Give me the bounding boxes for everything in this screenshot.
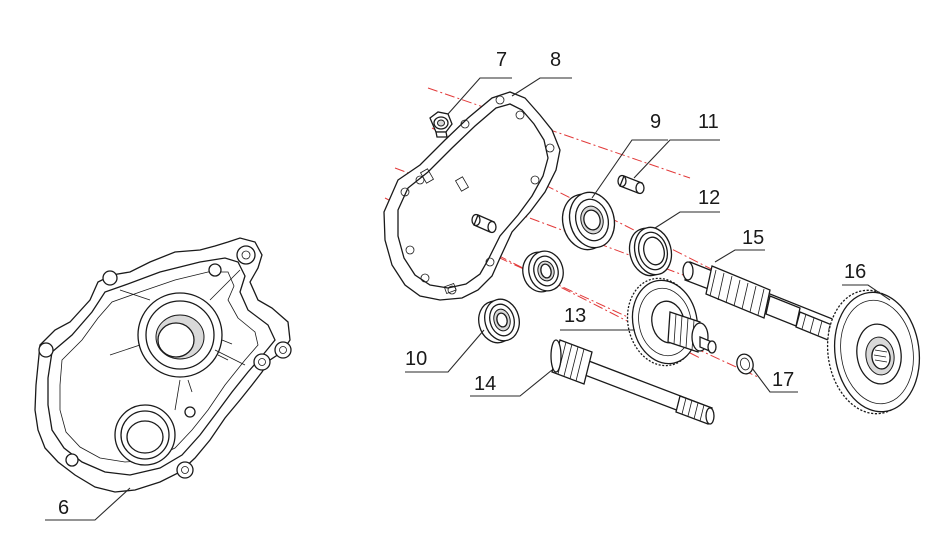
- leader-17: [751, 367, 798, 393]
- part-9-bearing: [561, 191, 616, 251]
- leader-12: [654, 211, 720, 229]
- part-10-bearing: [478, 298, 520, 344]
- callout-12: 12: [698, 187, 720, 209]
- leader-15: [714, 249, 765, 263]
- centerline-a: [427, 87, 691, 179]
- callout-7: 7: [496, 49, 507, 71]
- part-17-washer: [736, 353, 754, 375]
- part-14-drive-shaft: [550, 339, 715, 425]
- leader-lines: [45, 77, 891, 521]
- callout-14: 14: [474, 373, 496, 395]
- part-8-gasket: [383, 91, 561, 301]
- callout-8: 8: [550, 49, 561, 71]
- leader-14: [470, 369, 553, 397]
- part-13-gear: [626, 277, 717, 367]
- leader-8: [511, 77, 572, 97]
- callout-10: 10: [405, 348, 427, 370]
- callout-labels: 6 7 8 9 10 11 12 13 14 15 16 17: [58, 49, 866, 519]
- leader-9: [591, 139, 668, 199]
- leader-10: [405, 329, 485, 373]
- part-6-transmission-cover: [34, 237, 292, 493]
- part-11-pin: [617, 174, 645, 195]
- part-7-nut: [429, 111, 453, 138]
- leader-16: [842, 284, 891, 301]
- leader-6: [45, 487, 131, 521]
- callout-11: 11: [698, 111, 719, 133]
- leader-11: [633, 139, 720, 179]
- callout-17: 17: [772, 369, 794, 391]
- middle-bearing: [522, 250, 564, 293]
- callout-13: 13: [564, 305, 586, 327]
- callout-6: 6: [58, 497, 69, 519]
- callout-16: 16: [844, 261, 866, 283]
- leader-7: [447, 77, 512, 115]
- part-16-final-gear: [826, 289, 921, 415]
- part-12-oil-seal: [628, 226, 673, 277]
- callout-15: 15: [742, 227, 764, 249]
- callout-9: 9: [650, 111, 661, 133]
- dowel-pin: [471, 213, 497, 234]
